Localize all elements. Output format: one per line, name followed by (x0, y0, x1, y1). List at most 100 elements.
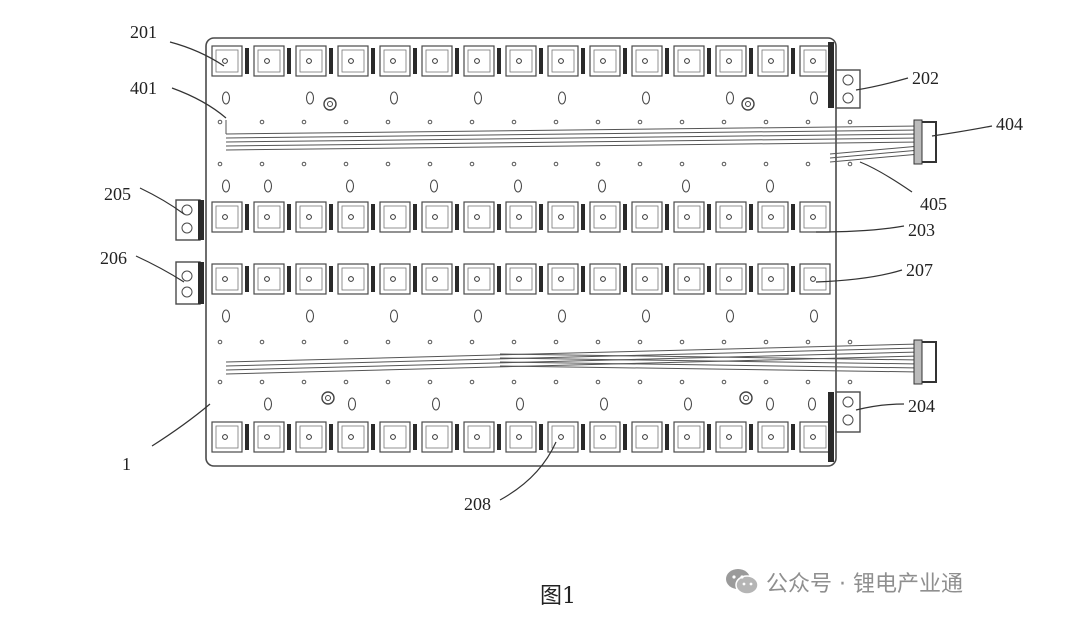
cell-module (337, 263, 369, 295)
cell-module (631, 263, 663, 295)
sensor-hole (809, 91, 819, 105)
sensor-hole (431, 397, 441, 411)
cell-module (463, 263, 495, 295)
sampling-dot (637, 379, 643, 385)
terminal-left-lower (175, 261, 204, 305)
sensor-hole (765, 397, 775, 411)
cell-module (295, 421, 327, 453)
sampling-dot (721, 379, 727, 385)
sensor-hole (513, 179, 523, 193)
busbar (371, 48, 375, 74)
cell-module (799, 421, 831, 453)
cell-module (211, 45, 243, 77)
sampling-dot (595, 339, 601, 345)
busbar (455, 204, 459, 230)
sampling-dot (721, 339, 727, 345)
cell-module (253, 421, 285, 453)
cell-module (337, 201, 369, 233)
sampling-dot (553, 379, 559, 385)
sensor-hole (305, 309, 315, 323)
cell-module (463, 45, 495, 77)
sampling-dot (637, 119, 643, 125)
sensor-hole (683, 397, 693, 411)
busbar (581, 48, 585, 74)
sensor-hole (347, 397, 357, 411)
watermark-text: 公众号 · 锂电产业通 (766, 572, 963, 597)
busbar (287, 204, 291, 230)
busbar (245, 424, 249, 450)
sensor-hole (389, 91, 399, 105)
fastener-core (325, 395, 331, 401)
sampling-dot (469, 379, 475, 385)
cell-module (463, 421, 495, 453)
sampling-dot (217, 119, 223, 125)
busbar (539, 266, 543, 292)
sensor-hole (807, 397, 817, 411)
sampling-dot (553, 339, 559, 345)
busbar (707, 424, 711, 450)
cell-module (631, 201, 663, 233)
sampling-dot (763, 339, 769, 345)
sampling-dot (847, 379, 853, 385)
sampling-dot (847, 119, 853, 125)
cell-module (757, 421, 789, 453)
sensor-hole (221, 91, 231, 105)
sampling-dot (217, 161, 223, 167)
sensor-hole (305, 91, 315, 105)
sampling-dot (847, 161, 853, 167)
terminal-left-upper (175, 199, 204, 241)
busbar (749, 48, 753, 74)
sampling-dot (301, 379, 307, 385)
connector-lower-body (913, 339, 923, 385)
label-405: 405 (920, 194, 947, 214)
sensor-hole (389, 309, 399, 323)
cell-module (757, 201, 789, 233)
label-205: 205 (104, 184, 131, 204)
label-207: 207 (906, 260, 933, 280)
busbar (623, 266, 627, 292)
sampling-dot (511, 379, 517, 385)
busbar (329, 424, 333, 450)
busbar (665, 424, 669, 450)
sampling-dot (385, 161, 391, 167)
connector-upper-body (913, 119, 923, 165)
fastener-core (327, 101, 333, 107)
sampling-dot (721, 119, 727, 125)
sampling-dot (763, 161, 769, 167)
busbar (455, 48, 459, 74)
sensor-hole (725, 91, 735, 105)
cell-module (757, 263, 789, 295)
busbar (623, 48, 627, 74)
cell-module (253, 263, 285, 295)
cell-module (463, 201, 495, 233)
cell-module (505, 201, 537, 233)
cell-module (589, 201, 621, 233)
sampling-dot (553, 119, 559, 125)
cell-module (337, 45, 369, 77)
label-202: 202 (912, 68, 939, 88)
cell-module (505, 263, 537, 295)
busbar (539, 48, 543, 74)
busbar (791, 266, 795, 292)
label-201: 201 (130, 22, 157, 42)
busbar (329, 204, 333, 230)
label-401: 401 (130, 78, 157, 98)
terminal-bottom-right (828, 391, 861, 462)
cell-module (421, 263, 453, 295)
busbar (413, 424, 417, 450)
cell-module (673, 421, 705, 453)
cell-module (253, 45, 285, 77)
sensor-hole (473, 91, 483, 105)
busbar (371, 266, 375, 292)
sampling-dot (427, 119, 433, 125)
sampling-dot (385, 339, 391, 345)
cell-module (757, 45, 789, 77)
sampling-dot (595, 379, 601, 385)
cell-module (379, 421, 411, 453)
label-404: 404 (996, 114, 1023, 134)
sampling-dot (805, 161, 811, 167)
cell-module (547, 201, 579, 233)
busbar (791, 48, 795, 74)
cell-module (211, 201, 243, 233)
sampling-dot (385, 379, 391, 385)
